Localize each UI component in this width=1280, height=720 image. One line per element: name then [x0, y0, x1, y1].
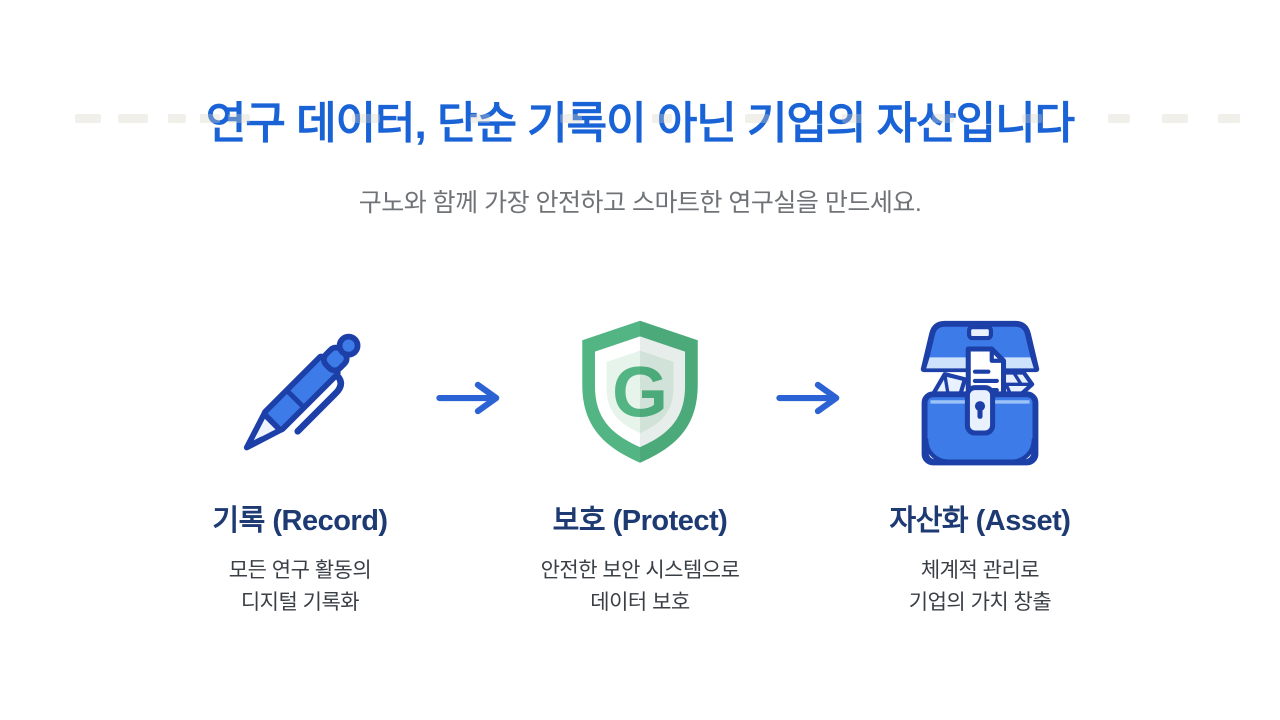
- right-arrow-icon: [776, 381, 840, 414]
- step-protect: G 보호 (Protect) 안전한 보안 시스템으로 데이터 보호: [505, 301, 775, 619]
- right-arrow-icon: [436, 381, 500, 414]
- slide-subtitle: 구노와 함께 가장 안전하고 스마트한 연구실을 만드세요.: [358, 188, 922, 217]
- svg-text:G: G: [612, 352, 668, 432]
- flow-arrow-1: [435, 376, 505, 420]
- top-edge-artifacts: [0, 98, 1280, 130]
- treasure-chest-icon: [896, 301, 1064, 481]
- flow-arrow-2: [775, 376, 845, 420]
- slide-title: 연구 데이터, 단순 기록이 아닌 기업의 자산입니다: [205, 99, 1075, 148]
- step-record: 기록 (Record) 모든 연구 활동의 디지털 기록화: [165, 301, 435, 619]
- step-record-heading: 기록 (Record): [212, 504, 388, 537]
- step-asset-desc: 체계적 관리로 기업의 가치 창출: [908, 558, 1052, 614]
- shield-g-icon: G: [562, 301, 718, 481]
- process-flow: 기록 (Record) 모든 연구 활동의 디지털 기록화: [0, 301, 1280, 619]
- step-protect-heading: 보호 (Protect): [552, 504, 728, 537]
- step-protect-desc: 안전한 보안 시스템으로 데이터 보호: [540, 558, 740, 614]
- step-asset: 자산화 (Asset) 체계적 관리로 기업의 가치 창출: [845, 301, 1115, 619]
- pen-icon: [205, 301, 395, 481]
- step-record-desc: 모든 연구 활동의 디지털 기록화: [228, 558, 372, 614]
- step-asset-heading: 자산화 (Asset): [889, 504, 1071, 537]
